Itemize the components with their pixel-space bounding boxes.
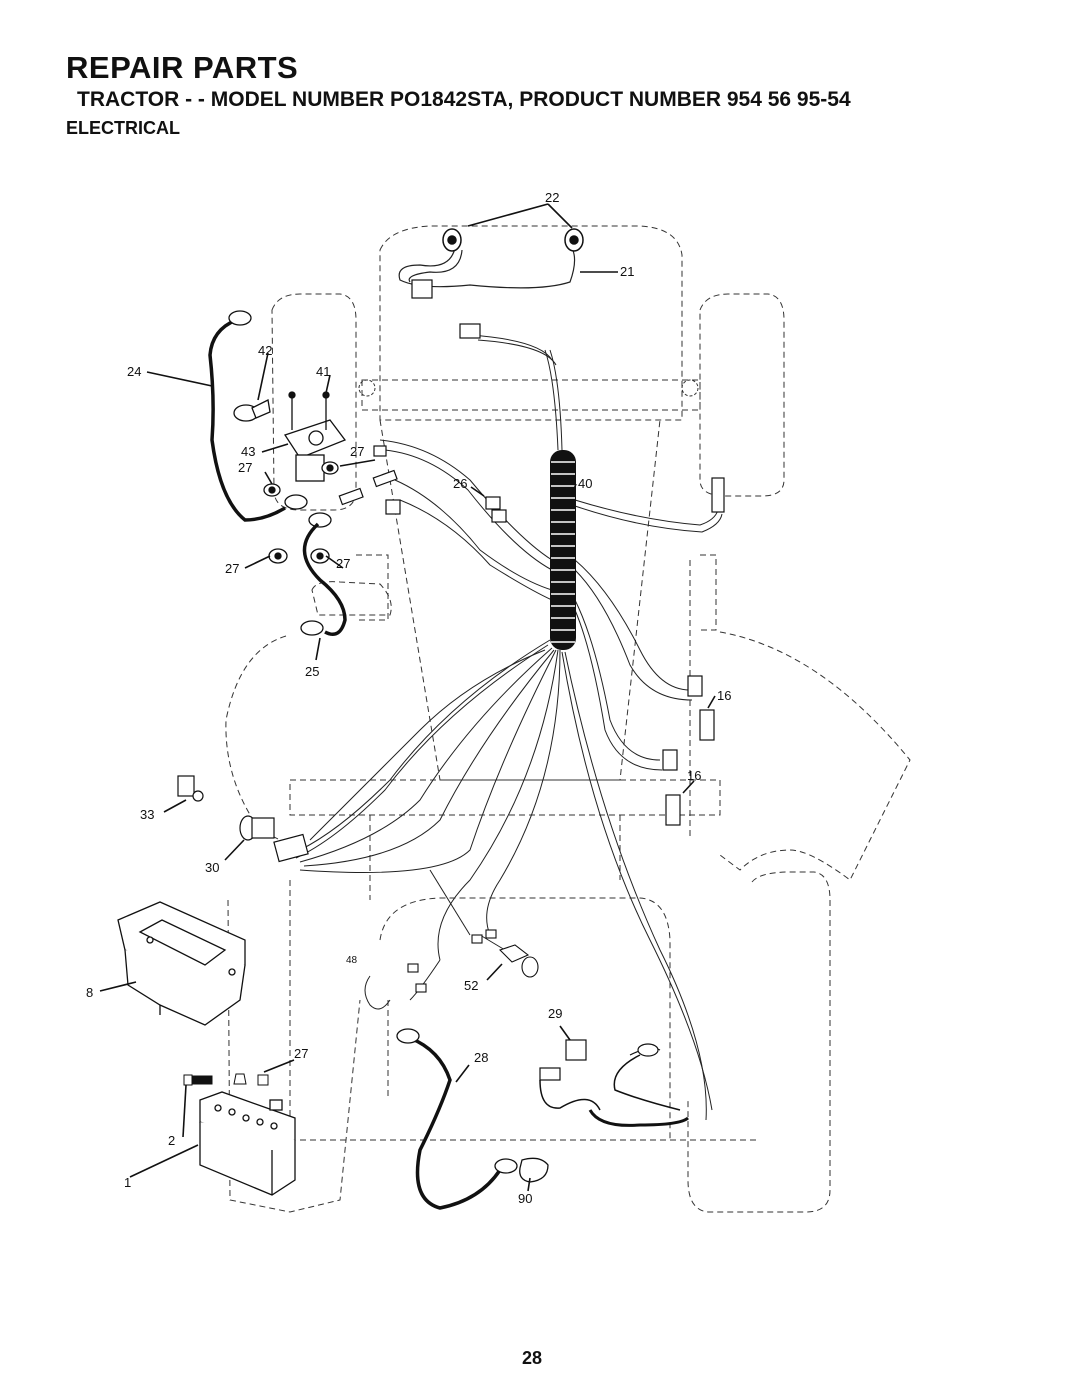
battery-bolt	[183, 1073, 269, 1086]
callout-16: 16	[687, 768, 701, 783]
callout-27: 27	[238, 460, 252, 475]
callout-25: 25	[305, 664, 319, 679]
callout-24: 24	[127, 364, 141, 379]
model-subtitle: TRACTOR - - MODEL NUMBER PO1842STA, PROD…	[77, 88, 851, 111]
battery-cable-positive	[208, 318, 286, 522]
negative-cable-terminal	[396, 1028, 549, 1183]
callout-33: 33	[140, 807, 154, 822]
cable-terminal	[228, 310, 332, 636]
callout-52: 52	[464, 978, 478, 993]
page-title: REPAIR PARTS	[66, 50, 299, 85]
pto-switch	[539, 1039, 661, 1081]
callout-29: 29	[548, 1006, 562, 1021]
callout-8: 8	[86, 985, 93, 1000]
callout-41: 41	[316, 364, 330, 379]
leader-lines	[99, 203, 716, 1192]
headlight-harness	[398, 247, 576, 289]
callout-16: 16	[717, 688, 731, 703]
coil-cord	[539, 1054, 681, 1111]
frame-bolt-holes	[358, 379, 699, 397]
callout-22: 22	[545, 190, 559, 205]
fuse-holder	[338, 445, 401, 515]
connector-26	[485, 496, 507, 523]
page-number: 28	[522, 1348, 543, 1368]
callout-27: 27	[336, 556, 350, 571]
callout-40: 40	[578, 476, 592, 491]
starter-cable	[302, 522, 347, 636]
callout-90: 90	[518, 1191, 532, 1206]
callout-48: 48	[346, 955, 358, 966]
wire-connector-small	[407, 929, 539, 993]
callout-labels: 22 21 24 42 41 43 27 27 26 40 27 27 25 1…	[86, 190, 731, 1206]
callout-21: 21	[620, 264, 634, 279]
callout-43: 43	[241, 444, 255, 459]
callout-1: 1	[124, 1175, 131, 1190]
wire-harness	[295, 334, 723, 1121]
battery-cable-negative	[409, 1036, 502, 1210]
callout-26: 26	[453, 476, 467, 491]
section-title: ELECTRICAL	[66, 118, 180, 138]
plunger-switch	[662, 477, 725, 826]
callout-30: 30	[205, 860, 219, 875]
battery	[199, 1091, 296, 1196]
callout-28: 28	[474, 1050, 488, 1065]
solenoid-assembly	[233, 391, 347, 564]
callout-27: 27	[350, 444, 364, 459]
headlight-connector	[411, 279, 481, 339]
headlight-lamp	[442, 228, 584, 252]
callout-27: 27	[294, 1046, 308, 1061]
callout-27: 27	[225, 561, 239, 576]
ignition-switch	[239, 815, 309, 863]
battery-tray	[117, 901, 246, 1026]
ignition-key	[177, 775, 204, 802]
lead-wire	[364, 975, 391, 1010]
callout-42: 42	[258, 343, 272, 358]
coil-cord-spring	[588, 1109, 689, 1127]
loom-ribs	[551, 461, 575, 643]
harness-loom-sleeve	[550, 450, 576, 650]
callout-2: 2	[168, 1133, 175, 1148]
